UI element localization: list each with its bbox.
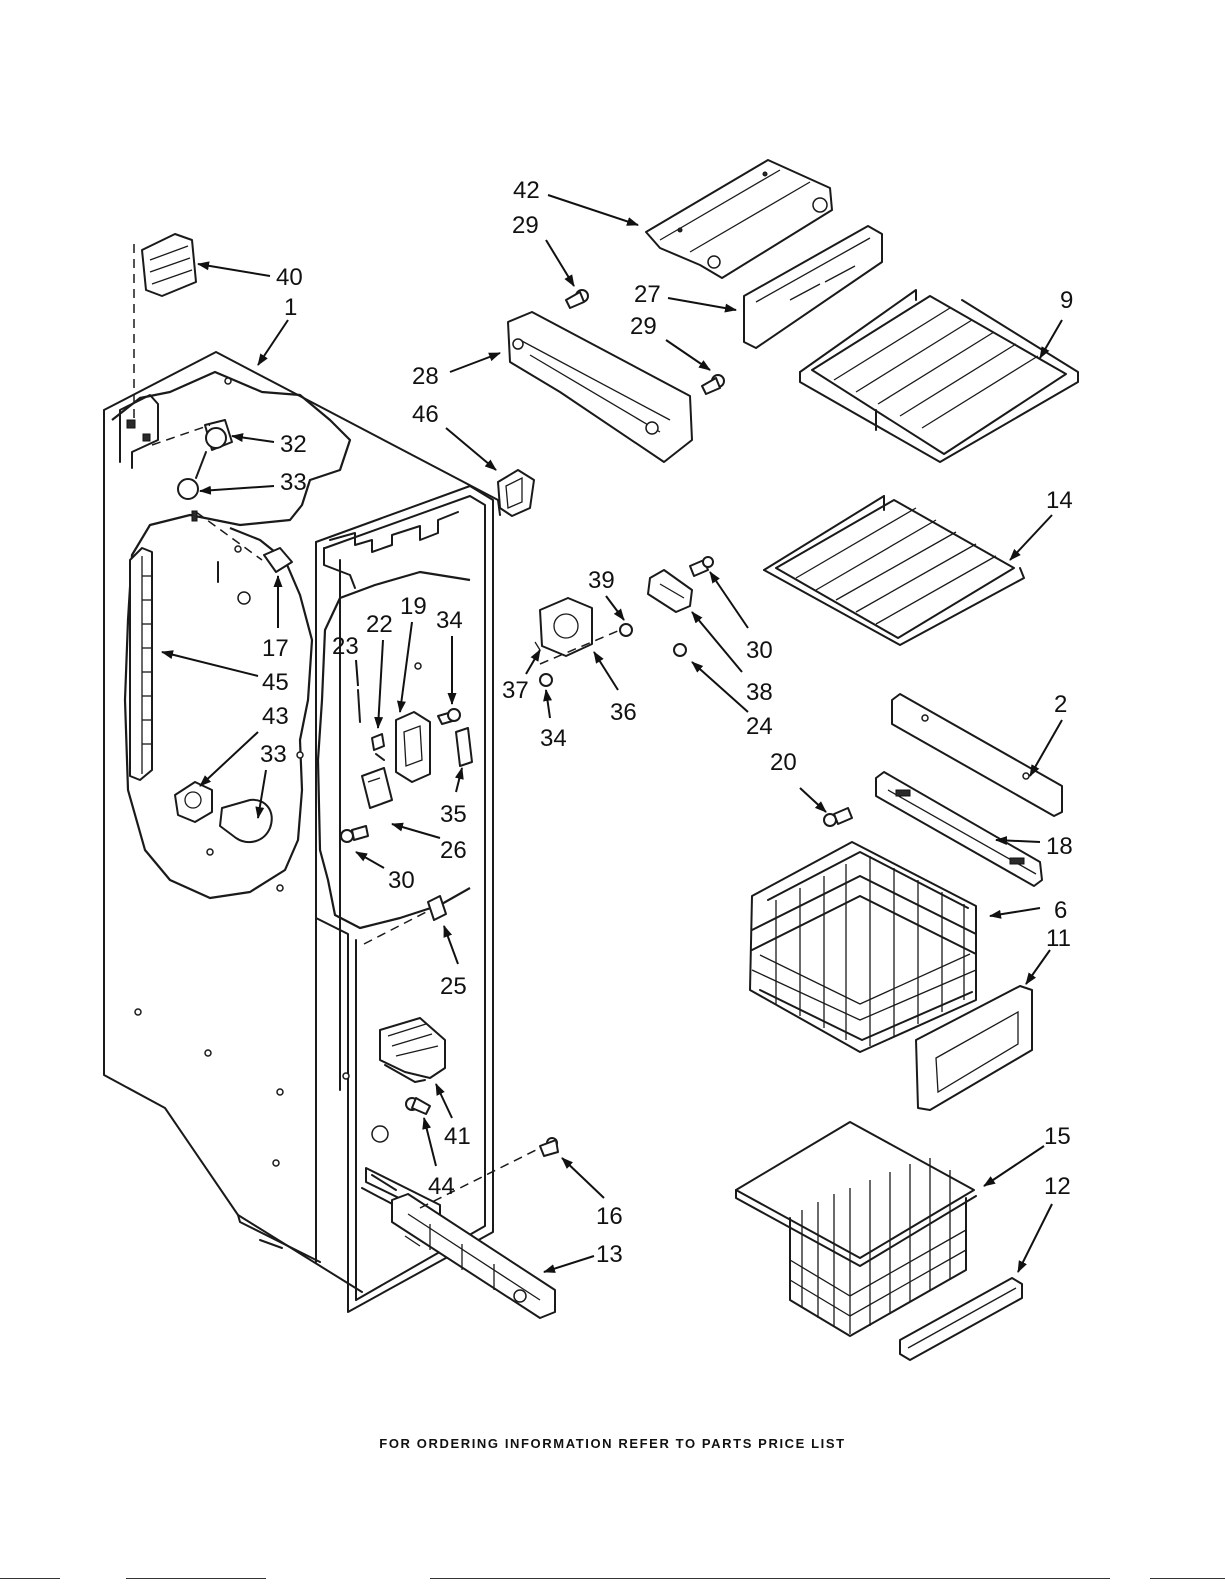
ordering-info-note: FOR ORDERING INFORMATION REFER TO PARTS …: [0, 1436, 1225, 1451]
callout-30: 30: [746, 637, 773, 664]
callout-44: 44: [428, 1173, 455, 1200]
leader-6: [990, 908, 1040, 916]
leader-26: [392, 824, 440, 838]
callout-36: 36: [610, 699, 637, 726]
leader-45: [162, 652, 258, 676]
callout-26: 26: [440, 837, 467, 864]
callout-40: 40: [276, 264, 303, 291]
callout-39: 39: [588, 567, 615, 594]
leader-11: [1026, 950, 1050, 984]
leader-30a: [710, 572, 748, 628]
leader-38: [692, 612, 742, 672]
leader-13: [544, 1256, 594, 1272]
shelf-cover-part-42: [646, 160, 832, 278]
leader-9: [1040, 320, 1062, 358]
leader-15: [984, 1146, 1044, 1186]
leader-25: [444, 926, 458, 964]
leader-35: [456, 768, 462, 792]
wire-shelf-part-9: [800, 290, 1078, 462]
leader-37: [526, 650, 540, 674]
leader-43: [200, 732, 258, 786]
wire-shelf-part-14: [764, 496, 1024, 645]
connector-part-25: [364, 896, 446, 944]
callout-28: 28: [412, 363, 439, 390]
callout-41: 41: [444, 1123, 471, 1150]
leader-1: [258, 320, 288, 365]
leader-28: [450, 353, 500, 372]
leader-16: [562, 1158, 604, 1198]
callout-38: 38: [746, 679, 773, 706]
callout-43: 43: [262, 703, 289, 730]
callout-12: 12: [1044, 1173, 1071, 1200]
leader-22: [378, 640, 383, 728]
basket-handle-part-11: [916, 986, 1032, 1110]
callout-13: 13: [596, 1241, 623, 1268]
light-socket-lower: [175, 782, 272, 842]
leader-40: [198, 264, 270, 276]
callout-9: 9: [1060, 287, 1073, 314]
callout-45: 45: [262, 669, 289, 696]
callout-29: 29: [512, 212, 539, 239]
callout-30: 30: [388, 867, 415, 894]
freezer-liner-part: [104, 352, 500, 1312]
callout-19: 19: [400, 593, 427, 620]
leader-32: [232, 436, 274, 442]
callout-11: 11: [1046, 925, 1071, 952]
leader-39: [606, 596, 624, 620]
electronic-board-part-38: [648, 557, 713, 656]
callout-6: 6: [1054, 897, 1067, 924]
wire-basket-part-15: [736, 1122, 976, 1336]
callout-29: 29: [630, 313, 657, 340]
light-shield-part-45: [130, 548, 152, 780]
leader-2: [1030, 720, 1062, 776]
leader-44: [424, 1118, 436, 1166]
callout-15: 15: [1044, 1123, 1071, 1150]
trim-part-12: [900, 1278, 1022, 1360]
leader-20: [800, 788, 826, 812]
callout-17: 17: [262, 635, 289, 662]
callout-32: 32: [280, 431, 307, 458]
leader-12: [1018, 1204, 1052, 1272]
callout-42: 42: [513, 177, 540, 204]
light-socket-upper: [152, 420, 232, 499]
callout-25: 25: [440, 973, 467, 1000]
callout-14: 14: [1046, 487, 1073, 514]
leader-34b: [546, 690, 550, 718]
leader-36: [594, 652, 618, 690]
bottom-rule: [0, 1578, 1225, 1579]
leader-42: [548, 195, 638, 225]
leader-19: [400, 622, 412, 712]
leader-33a: [200, 486, 274, 491]
leader-29b: [666, 340, 710, 370]
callout-2: 2: [1054, 691, 1067, 718]
callout-27: 27: [634, 281, 661, 308]
callout-37: 37: [502, 677, 529, 704]
leader-14: [1010, 515, 1052, 560]
leader-30b: [356, 852, 384, 868]
leader-46: [446, 428, 496, 470]
leader-23: [356, 660, 358, 686]
callout-46: 46: [412, 401, 439, 428]
cover-part-41: [380, 1018, 445, 1114]
leader-29a: [546, 240, 574, 286]
callout-1: 1: [284, 294, 297, 321]
callout-24: 24: [746, 713, 773, 740]
callout-20: 20: [770, 749, 797, 776]
callout-33: 33: [280, 469, 307, 496]
callout-22: 22: [366, 611, 393, 638]
leader-41: [436, 1084, 452, 1118]
callout-23: 23: [332, 633, 359, 660]
wire-basket-part-6: [750, 842, 976, 1052]
bracket-part-28: [508, 290, 724, 462]
callout-34: 34: [540, 725, 567, 752]
callout-16: 16: [596, 1203, 623, 1230]
kickplate-part-13: [392, 1138, 558, 1318]
callout-33: 33: [260, 741, 287, 768]
callout-18: 18: [1046, 833, 1073, 860]
leader-27: [668, 298, 736, 310]
callout-34: 34: [436, 607, 463, 634]
part-46: [498, 470, 534, 516]
callout-35: 35: [440, 801, 467, 828]
